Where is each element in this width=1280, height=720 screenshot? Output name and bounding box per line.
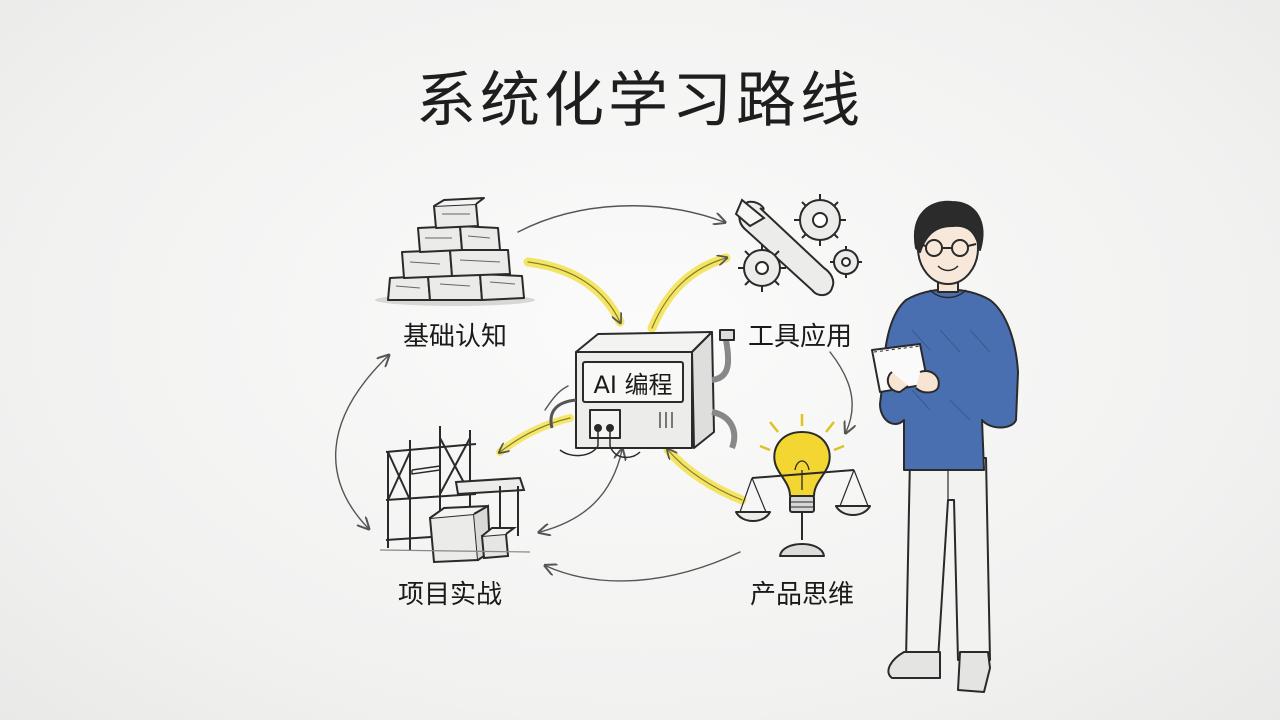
- node-label-projects: 项目实战: [397, 580, 503, 610]
- page-title: 系统化学习路线: [416, 66, 864, 136]
- cycle-arrows: [334, 205, 853, 582]
- lightbulb-scale-icon: [735, 414, 871, 557]
- arrow-projects-to-foundation: [334, 356, 388, 528]
- arrow-core-projects-link: [540, 450, 622, 532]
- arrow-foundation-to-core: [523, 257, 625, 327]
- wrench-gears-icon: [734, 194, 862, 296]
- arrow-product-to-core: [663, 445, 747, 505]
- arrow-foundation-to-tools: [517, 205, 724, 233]
- scaffold-icon: [379, 426, 531, 564]
- arrow-core-to-projects: [496, 414, 574, 456]
- student-with-notebook-icon: [871, 200, 1019, 693]
- stone-blocks-icon: [375, 197, 535, 306]
- ai-machine-icon: [549, 329, 738, 459]
- arrow-product-to-projects: [546, 551, 741, 582]
- core-label-ai-programming: AI 编程: [593, 370, 673, 399]
- node-label-foundation: 基础认知: [402, 322, 508, 352]
- node-label-tools: 工具应用: [747, 322, 853, 352]
- arrow-tools-to-product: [829, 351, 852, 432]
- node-label-product: 产品思维: [749, 580, 855, 610]
- highlight-arrows: [496, 253, 747, 505]
- arrow-core-to-tools: [647, 253, 731, 333]
